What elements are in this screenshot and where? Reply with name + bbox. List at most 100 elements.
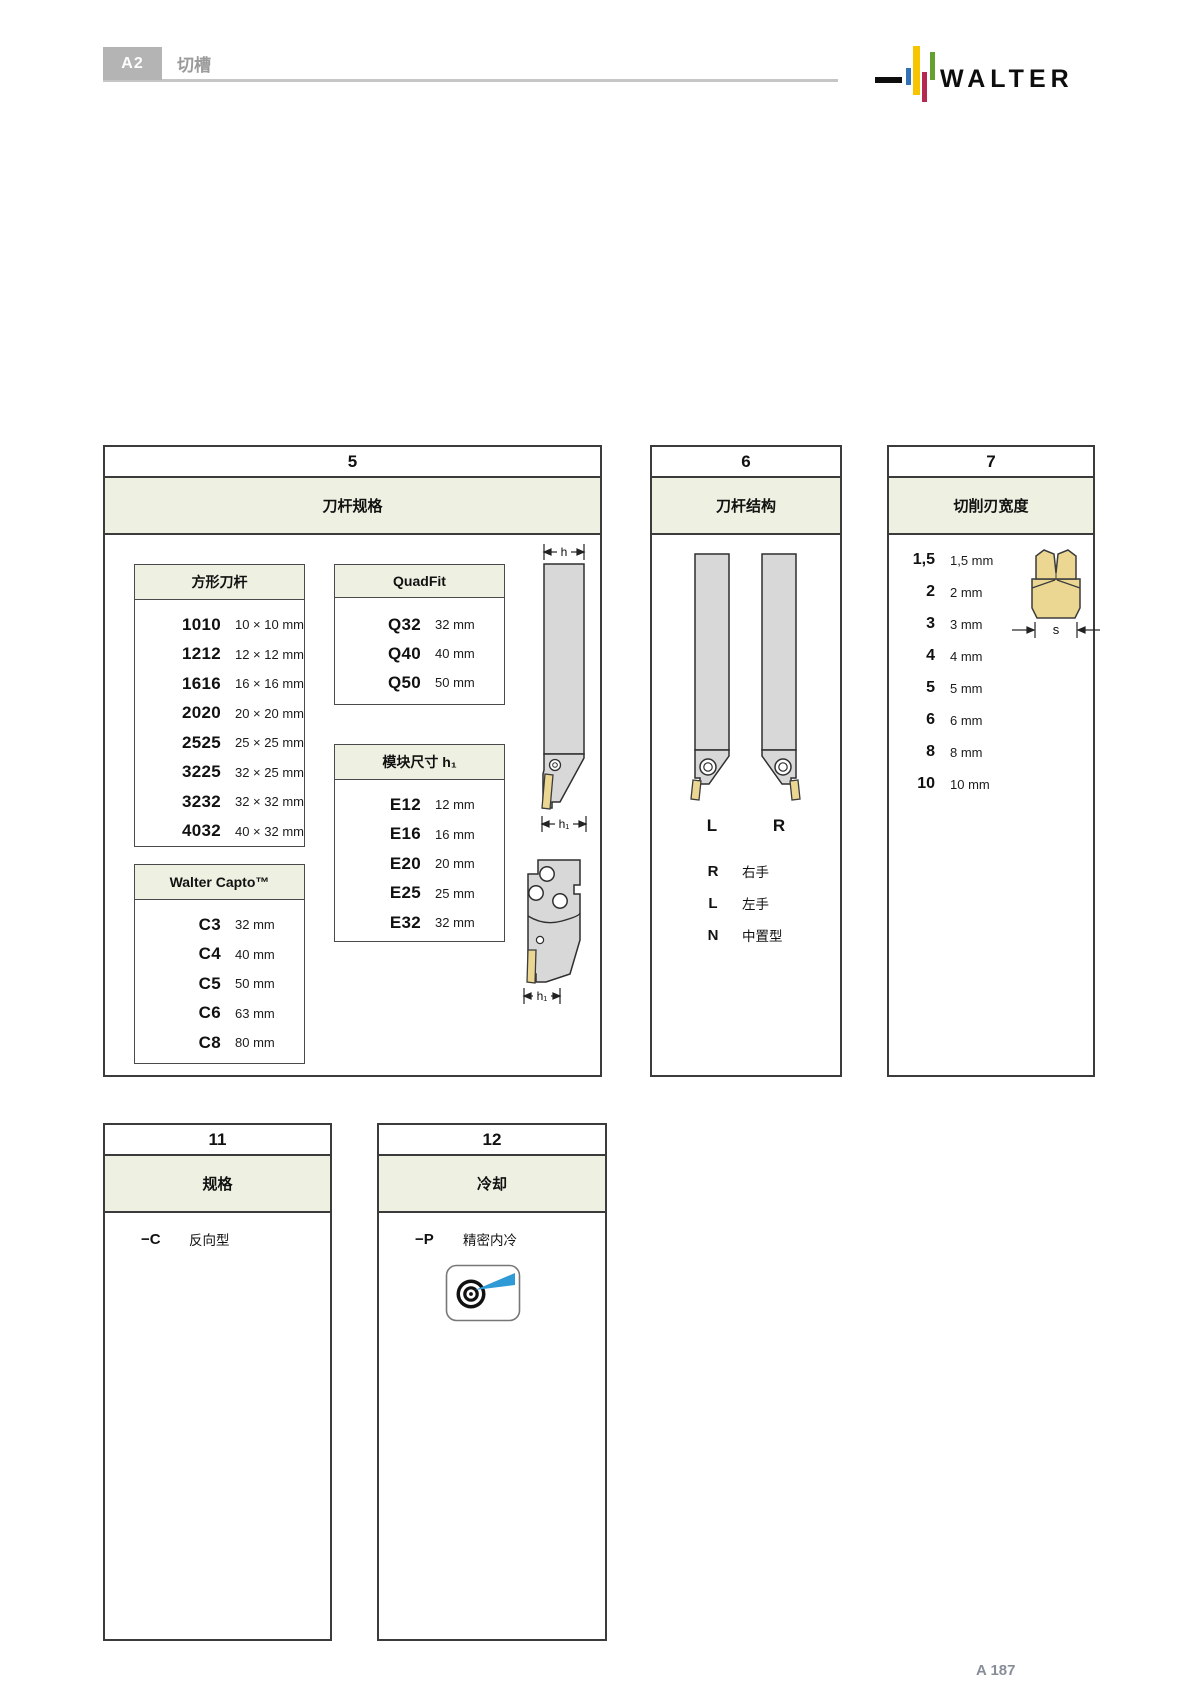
table-row: 3232 32 × 32 mm — [135, 787, 304, 817]
code: C6 — [198, 1003, 221, 1023]
insert-tip-2 — [526, 949, 537, 984]
table-row: E25 25 mm — [335, 879, 504, 909]
grooving-insert-drawing — [1031, 549, 1081, 619]
code: C8 — [198, 1032, 221, 1052]
coolant-jet — [475, 1273, 515, 1290]
width-code: 4 — [926, 647, 935, 664]
width-value: 6 mm — [950, 712, 983, 728]
hand-label: 右手 — [742, 865, 769, 880]
width-code: 6 — [926, 711, 935, 728]
panel-7-number: 7 — [889, 447, 1093, 478]
code: 1616 — [181, 673, 221, 693]
dimension: 50 mm — [235, 976, 275, 992]
panel-12-title: 冷却 — [379, 1156, 605, 1213]
width-value: 8 mm — [950, 744, 983, 760]
width-value: 1,5 mm — [950, 552, 994, 568]
logo-yellow-bar — [913, 46, 920, 95]
width-value: 5 mm — [950, 680, 983, 696]
width-row: 3 3 mm — [889, 608, 993, 640]
hand-code: R — [707, 862, 719, 880]
dimension: 25 × 25 mm — [234, 735, 304, 751]
dimension: 25 mm — [435, 885, 475, 901]
width-value: 10 mm — [950, 776, 990, 792]
code: 4032 — [181, 821, 221, 841]
logo-red-bar — [922, 72, 927, 102]
s-dim-label: s — [1053, 622, 1060, 637]
option-code: −P — [415, 1230, 434, 1248]
code: C3 — [198, 914, 221, 934]
code: 1212 — [181, 644, 221, 664]
insert-tip-left — [690, 779, 702, 801]
dimension: 16 mm — [435, 826, 475, 842]
dimension: 10 × 10 mm — [234, 617, 304, 633]
panel-7-title: 切削刃宽度 — [889, 478, 1093, 535]
dimension: 32 mm — [435, 915, 475, 931]
h1-dimension — [540, 816, 588, 832]
dimension: 32 × 32 mm — [234, 794, 304, 810]
width-row: 5 5 mm — [889, 672, 993, 704]
option-label: 反向型 — [189, 1233, 230, 1248]
panel-11-number: 11 — [105, 1125, 330, 1156]
header-rule — [103, 79, 838, 82]
panel-6-number: 6 — [652, 447, 840, 478]
legend-row: R 右手 — [652, 855, 840, 887]
modular-head-drawing — [526, 859, 581, 984]
code: 3232 — [181, 791, 221, 811]
dimension: 80 mm — [235, 1035, 275, 1051]
panel-6-title: 刀杆结构 — [652, 478, 840, 535]
option-code: −C — [141, 1230, 161, 1248]
code: C4 — [198, 944, 221, 964]
panel-12-number: 12 — [379, 1125, 605, 1156]
table-row: C8 80 mm — [135, 1028, 304, 1058]
code: Q32 — [387, 614, 421, 634]
panel-5-title: 刀杆规格 — [105, 478, 600, 535]
page-number: A 187 — [976, 1662, 1016, 1679]
hand-code: N — [707, 926, 719, 944]
precision-coolant-icon — [445, 1264, 521, 1322]
code: E12 — [389, 794, 421, 814]
logo-green-bar — [930, 52, 935, 80]
code: Q50 — [387, 672, 421, 692]
code: C5 — [198, 973, 221, 993]
dimension: 63 mm — [235, 1005, 275, 1021]
left-right-toolholder-diagram: L R — [690, 553, 801, 835]
width-code: 10 — [917, 775, 935, 792]
walter-logo: WALTER — [875, 44, 1115, 106]
dimension: 20 mm — [435, 856, 475, 872]
table-header: 方形刀杆 — [135, 565, 304, 600]
width-code: 5 — [926, 679, 935, 696]
width-code: 3 — [926, 615, 935, 632]
code: E25 — [389, 883, 421, 903]
dimension: 20 × 20 mm — [234, 705, 304, 721]
coolant-target-spiral — [456, 1279, 486, 1309]
table-header: Walter Capto™ — [135, 865, 304, 900]
panel-5-number: 5 — [105, 447, 600, 478]
width-code: 8 — [926, 743, 935, 760]
table-row: C3 32 mm — [135, 910, 304, 940]
dimension: 32 mm — [235, 917, 275, 933]
code: Q40 — [387, 643, 421, 663]
square-shank-drawing — [541, 563, 585, 810]
width-value: 3 mm — [950, 616, 983, 632]
logo-dash-bar — [875, 77, 902, 83]
